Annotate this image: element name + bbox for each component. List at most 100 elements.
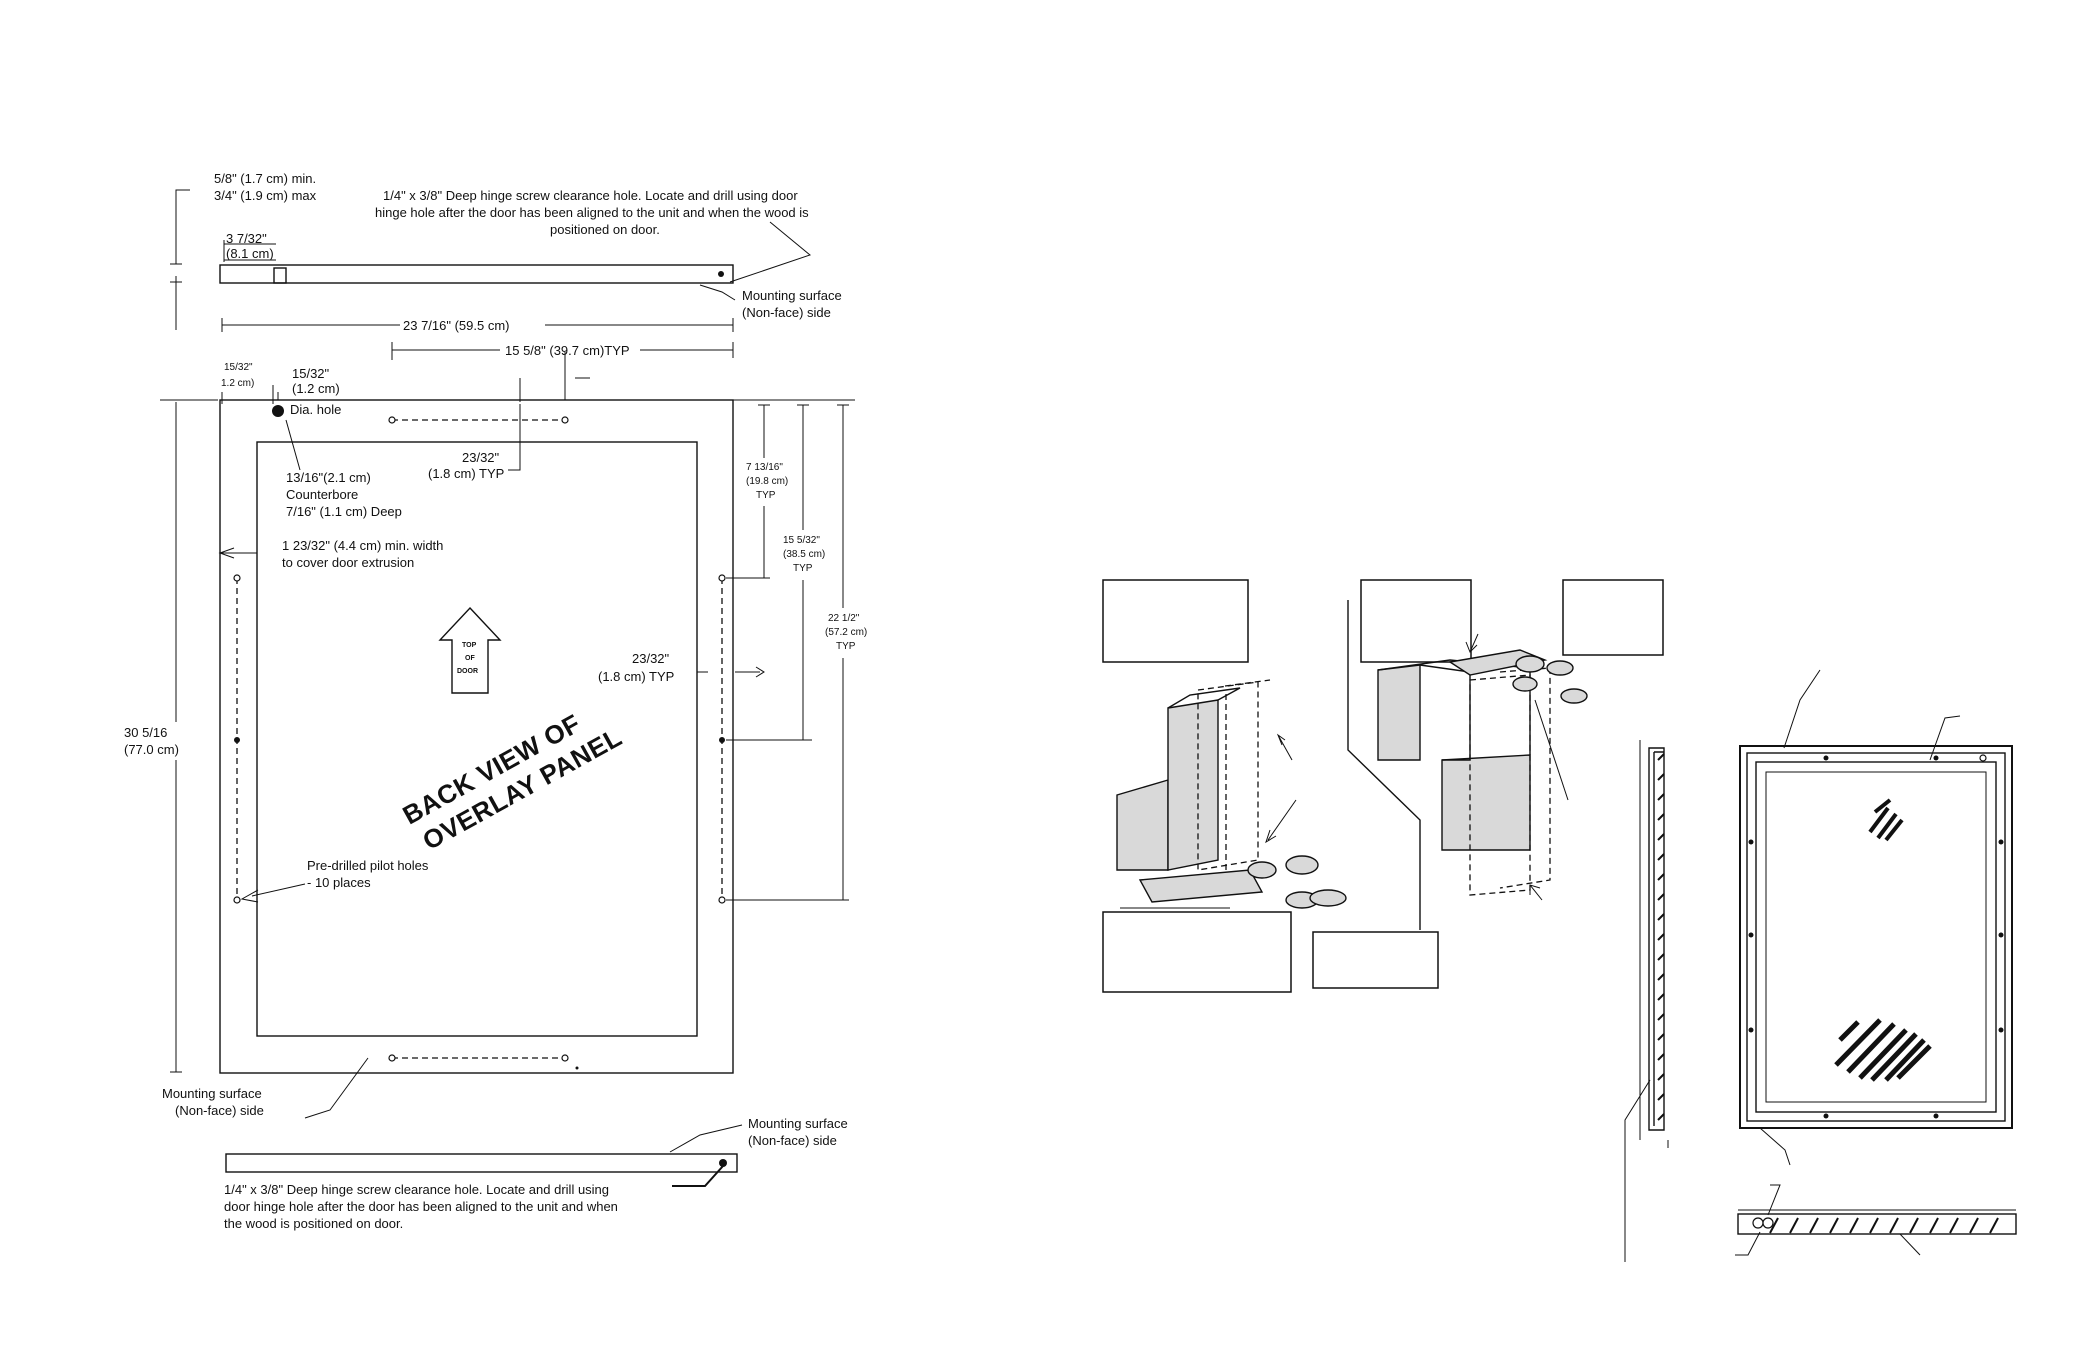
- left-leader-2: [1265, 799, 1297, 844]
- hinge-bushing-1: [1247, 861, 1277, 879]
- right-dim-a-gap: [742, 458, 790, 506]
- bottom-section-hatch: [1769, 1217, 1999, 1234]
- counterbore-hole: [272, 405, 284, 417]
- pilot-hole-left-3: [233, 896, 241, 904]
- right-dim-c-gap: [823, 608, 871, 658]
- right-dim-b-inch: 15 5/32": [783, 535, 820, 546]
- pilot-hole-bottom-2: [561, 1054, 569, 1062]
- pilot-holes-label-1: Pre-drilled pilot holes: [307, 858, 429, 873]
- hinge-body-front: [1116, 779, 1169, 871]
- left-hinge-illustration: [1116, 679, 1347, 909]
- bottom-strip-outline: [225, 1153, 738, 1173]
- bottom-leader-2: [1735, 1231, 1761, 1256]
- front-leader-top-left: [1783, 669, 1821, 749]
- pilot-hole-top-1: [388, 416, 396, 424]
- counterbore-label-3: 7/16" (1.1 cm) Deep: [286, 504, 402, 519]
- pilot-hole-right-3: [718, 896, 726, 904]
- top-note-line-3: positioned on door.: [550, 222, 660, 237]
- right-dim-a-inch: 7 13/16": [746, 462, 783, 473]
- bottom-note-line-1: 1/4" x 3/8" Deep hinge screw clearance h…: [224, 1182, 609, 1197]
- right-leader-1: [1465, 633, 1479, 653]
- callout-box-1: [1102, 579, 1249, 663]
- bottom-section-screw-1: [1752, 1217, 1764, 1229]
- panel-front-screws: [1748, 754, 2004, 1119]
- counterbore-label-1: 13/16"(2.1 cm): [286, 470, 371, 485]
- offset-inch-label: 3 7/32": [226, 231, 267, 246]
- side-section-edges: [1639, 740, 1669, 1148]
- corner-ticks: [221, 385, 274, 404]
- panel-front-frame-2: [1755, 761, 1997, 1113]
- right-leader-3: [1529, 884, 1543, 901]
- callout-box-4: [1102, 911, 1292, 993]
- hinge-washer-2: [1309, 889, 1347, 907]
- hole-spacing-label: 15 5/8" (39.7 cm)TYP: [505, 343, 630, 358]
- pilot-hole-right-1: [718, 574, 726, 582]
- width-dimensions: 23 7/16" (59.5 cm) 15 5/8" (39.7 cm)TYP …: [221, 316, 734, 404]
- right-dim-c-cm: (57.2 cm): [825, 627, 867, 638]
- overall-width-gap: [400, 316, 545, 334]
- top-inset-cm: (1.8 cm) TYP: [428, 466, 504, 481]
- panel-front-frame-1: [1746, 752, 2006, 1122]
- side-section-leader: [1624, 1079, 1651, 1262]
- strip-depth-min-label: 5/8" (1.7 cm) min.: [214, 171, 316, 186]
- overall-width-label: 23 7/16" (59.5 cm): [403, 318, 510, 333]
- right-bushing-1: [1515, 655, 1545, 673]
- height-inch-label: 30 5/16: [124, 725, 167, 740]
- corner-b-cm: (1.2 cm): [292, 381, 340, 396]
- right-hinge-illustration: [1347, 600, 1588, 930]
- height-cm-label: (77.0 cm): [124, 742, 179, 757]
- mounting-top-leader: [699, 284, 736, 301]
- right-washer-1: [1512, 676, 1538, 692]
- bottom-section-screw-2: [1762, 1217, 1774, 1229]
- pilot-holes-leader: [240, 883, 306, 903]
- back-view-stamp: BACK VIEW OF OVERLAY PANEL: [398, 708, 627, 856]
- bottom-section-outline: [1737, 1213, 2017, 1235]
- top-of-door-arrow-icon: [438, 606, 502, 694]
- right-bushing-2: [1546, 660, 1574, 676]
- right-hinge-inner: [1419, 664, 1471, 761]
- min-width-arrow: [218, 547, 257, 559]
- pilot-hole-bottom-1: [388, 1054, 396, 1062]
- bottom-leader-3: [1899, 1233, 1921, 1256]
- glass-reflection-large: [1834, 1018, 1932, 1082]
- right-leader-2: [1534, 699, 1569, 801]
- mounting-left-label-1: Mounting surface: [162, 1086, 262, 1101]
- bottom-note-leader: [672, 1165, 724, 1187]
- top-hole-dims: [519, 352, 590, 402]
- pilot-hole-right-2: [719, 737, 725, 743]
- side-inset-cm: (1.8 cm) TYP: [598, 669, 674, 684]
- hinge-plate: [1138, 869, 1264, 903]
- min-width-label-2: to cover door extrusion: [282, 555, 414, 570]
- arrow-of-label: OF: [465, 655, 475, 662]
- pilot-hole-left-1: [233, 574, 241, 582]
- dia-hole-label: Dia. hole: [290, 402, 341, 417]
- min-width-label-1: 1 23/32" (4.4 cm) min. width: [282, 538, 443, 553]
- hole-spacing-gap: [500, 341, 640, 359]
- panel-front-outer: [1739, 745, 2013, 1129]
- corner-a-cm: 1.2 cm): [221, 378, 254, 389]
- strip-counterbore: [273, 267, 287, 284]
- pilot-hole-top-2: [561, 416, 569, 424]
- callout-box-3: [1562, 579, 1664, 656]
- top-strip-outline: [219, 264, 734, 284]
- side-inset-dim: [697, 666, 765, 678]
- depth-extension-line: [175, 189, 190, 264]
- front-leader-bottom: [1759, 1127, 1791, 1166]
- hinge-assembly-illustrations: [1102, 579, 1664, 993]
- top-note-line-2: hinge hole after the door has been align…: [375, 205, 809, 220]
- left-leader-1: [1276, 733, 1293, 761]
- top-inset-leader: [508, 404, 521, 471]
- pilot-hole-left-2: [234, 737, 240, 743]
- top-note-leader: [729, 221, 812, 283]
- bottom-note-line-3: the wood is positioned on door.: [224, 1216, 403, 1231]
- right-dim-b-cm: (38.5 cm): [783, 549, 825, 560]
- mounting-left-label-2: (Non-face) side: [175, 1103, 264, 1118]
- glass-reflection-small: [1868, 798, 1904, 842]
- right-washer-2: [1560, 688, 1588, 704]
- pilot-holes-label-2: - 10 places: [307, 875, 371, 890]
- counterbore-label-2: Counterbore: [286, 487, 358, 502]
- offset-cm-label: (8.1 cm): [226, 246, 274, 261]
- right-cabinet-edge: [1347, 600, 1421, 930]
- panel-inner-outline: [256, 441, 698, 1037]
